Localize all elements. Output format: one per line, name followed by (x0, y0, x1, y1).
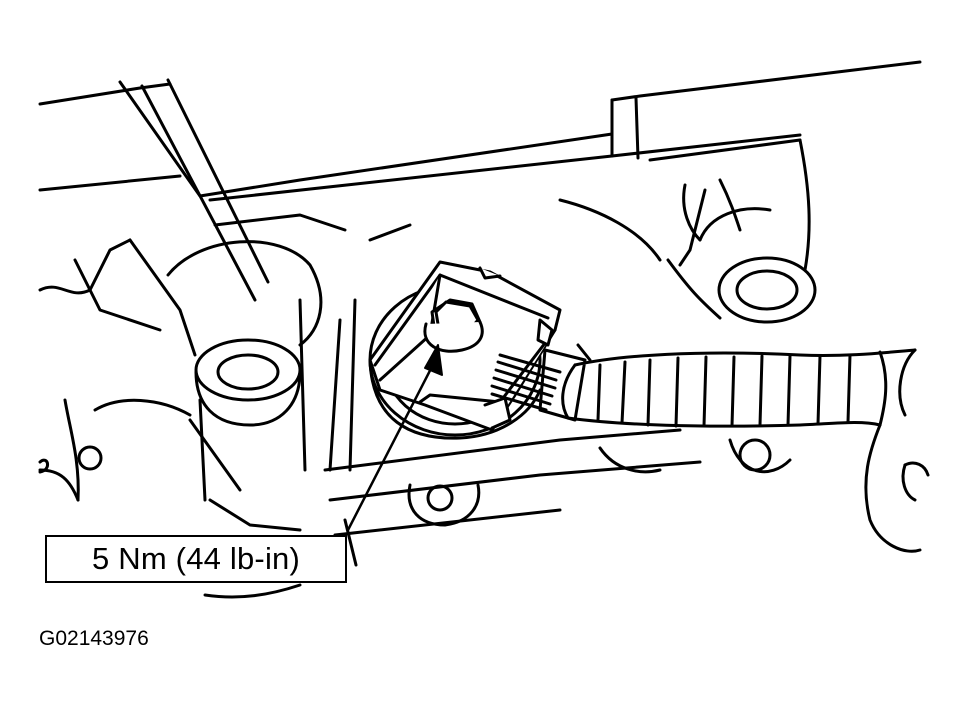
right-lower-features (558, 138, 930, 502)
torque-label: 5 Nm (44 lb-in) (92, 541, 300, 576)
right-mounting-boss (666, 178, 817, 324)
housing-top-edges (38, 60, 922, 202)
housing-bottom-rail (323, 428, 702, 567)
wiring-harness (561, 348, 922, 553)
callout-leader-arrow (346, 344, 443, 532)
housing-center-lines (198, 213, 412, 502)
left-small-hole (38, 445, 103, 474)
left-mounting-boss (166, 240, 323, 427)
torque-callout-box: 5 Nm (44 lb-in) (45, 535, 347, 583)
figure-id-label: G02143976 (39, 627, 149, 650)
sensor-wires (490, 343, 592, 422)
sensor-bolt (423, 298, 484, 353)
housing-diagonal-rods (140, 78, 270, 302)
